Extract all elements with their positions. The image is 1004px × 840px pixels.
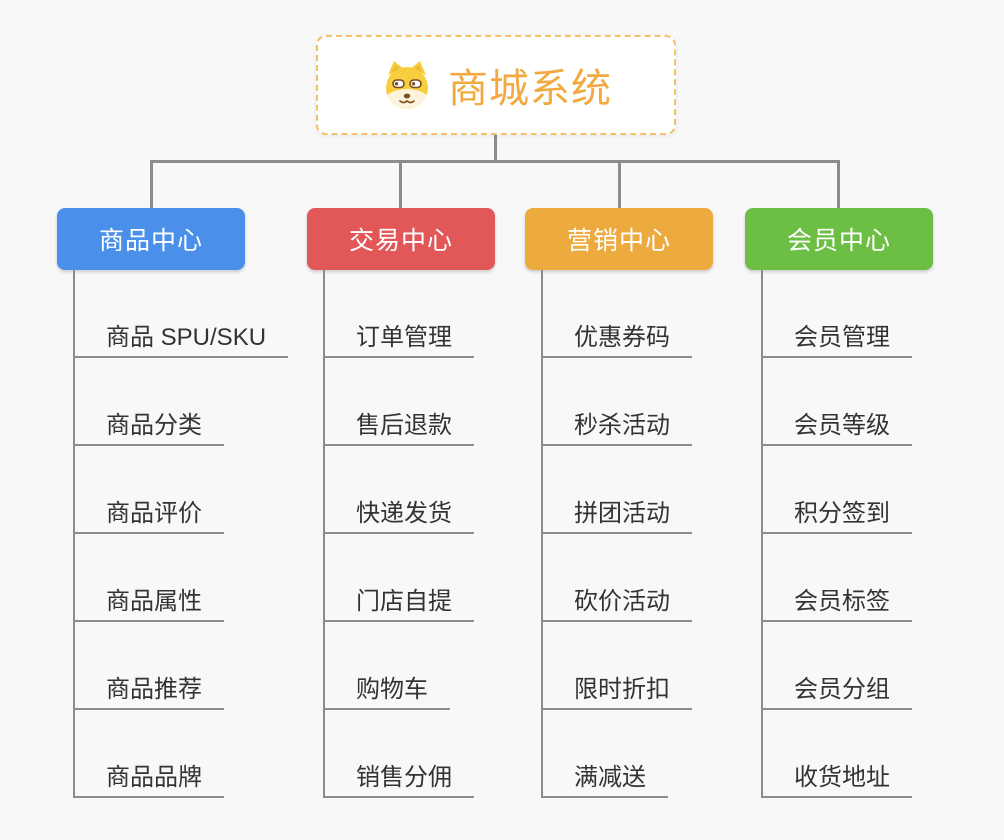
subtopic[interactable]: 会员分组 (761, 622, 912, 710)
subtopic[interactable]: 满减送 (541, 710, 668, 798)
subtopic[interactable]: 收货地址 (761, 710, 912, 798)
branch-trade-center: 交易中心 订单管理 售后退款 快递发货 门店自提 购物车 销售分佣 (307, 208, 495, 798)
connector-drop-trade-center (399, 160, 402, 208)
branch-children-product-center: 商品 SPU/SKU 商品分类 商品评价 商品属性 商品推荐 商品品牌 (57, 270, 289, 798)
subtopic[interactable]: 商品分类 (73, 358, 224, 446)
subtopic[interactable]: 售后退款 (323, 358, 474, 446)
connector-drop-marketing-center (618, 160, 621, 208)
branch-topic-trade-center[interactable]: 交易中心 (307, 208, 495, 270)
branch-children-marketing-center: 优惠券码 秒杀活动 拼团活动 砍价活动 限时折扣 满减送 (525, 270, 713, 798)
subtopic[interactable]: 商品推荐 (73, 622, 224, 710)
connector-root-stem (494, 135, 497, 161)
subtopic[interactable]: 会员等级 (761, 358, 912, 446)
branch-topic-member-center[interactable]: 会员中心 (745, 208, 933, 270)
branch-product-center: 商品中心 商品 SPU/SKU 商品分类 商品评价 商品属性 商品推荐 商品品牌 (57, 208, 289, 798)
subtopic[interactable]: 会员标签 (761, 534, 912, 622)
connector-drop-member-center (837, 160, 840, 208)
branch-children-member-center: 会员管理 会员等级 积分签到 会员标签 会员分组 收货地址 (745, 270, 933, 798)
branch-topic-product-center[interactable]: 商品中心 (57, 208, 245, 270)
subtopic[interactable]: 商品评价 (73, 446, 224, 534)
subtopic[interactable]: 拼团活动 (541, 446, 692, 534)
connector-drop-product-center (150, 160, 153, 208)
subtopic[interactable]: 门店自提 (323, 534, 474, 622)
subtopic[interactable]: 优惠券码 (541, 270, 692, 358)
subtopic[interactable]: 商品品牌 (73, 710, 224, 798)
subtopic[interactable]: 秒杀活动 (541, 358, 692, 446)
subtopic[interactable]: 砍价活动 (541, 534, 692, 622)
subtopic[interactable]: 快递发货 (323, 446, 474, 534)
branch-marketing-center: 营销中心 优惠券码 秒杀活动 拼团活动 砍价活动 限时折扣 满减送 (525, 208, 713, 798)
branch-topic-marketing-center[interactable]: 营销中心 (525, 208, 713, 270)
subtopic[interactable]: 会员管理 (761, 270, 912, 358)
root-title: 商城系统 (448, 67, 612, 111)
dog-face-icon (386, 61, 428, 109)
subtopic[interactable]: 销售分佣 (323, 710, 474, 798)
subtopic[interactable]: 商品属性 (73, 534, 224, 622)
subtopic[interactable]: 订单管理 (323, 270, 474, 358)
subtopic[interactable]: 积分签到 (761, 446, 912, 534)
root-topic[interactable]: 商城系统 (316, 35, 676, 135)
subtopic[interactable]: 购物车 (323, 622, 450, 710)
branch-children-trade-center: 订单管理 售后退款 快递发货 门店自提 购物车 销售分佣 (307, 270, 495, 798)
subtopic[interactable]: 商品 SPU/SKU (73, 270, 289, 358)
branch-member-center: 会员中心 会员管理 会员等级 积分签到 会员标签 会员分组 收货地址 (745, 208, 933, 798)
subtopic[interactable]: 限时折扣 (541, 622, 692, 710)
connector-horizontal (150, 160, 840, 163)
